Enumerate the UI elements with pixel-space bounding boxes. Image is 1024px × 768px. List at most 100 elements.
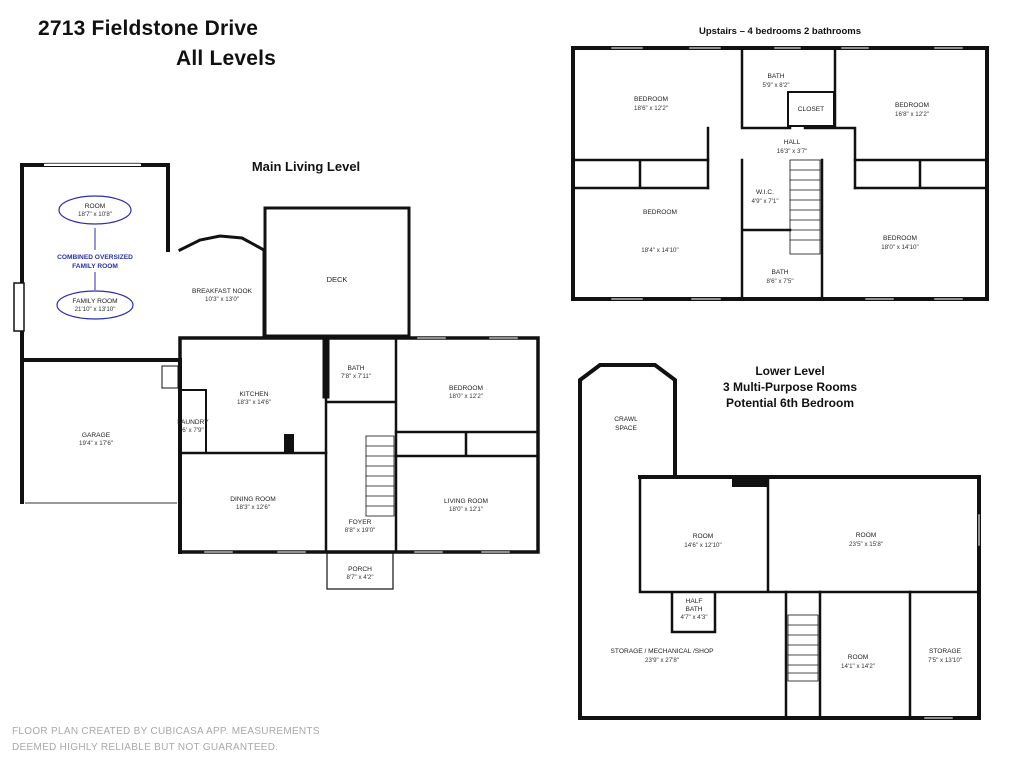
lower-level-note: Potential 6th Bedroom [725, 396, 854, 410]
bedroom-label: BEDROOM [449, 385, 483, 392]
lower-room-c-dims: 14'1" x 14'2" [841, 663, 875, 670]
main-level-plan [13, 162, 540, 590]
upstairs-hall-label: HALL [784, 139, 801, 146]
room-ellipse [58, 195, 132, 225]
half-bath-dims: 4'7" x 4'3" [680, 614, 707, 621]
garage-label: GARAGE [82, 432, 111, 439]
dining-room-label: DINING ROOM [230, 496, 275, 503]
crawl-space-label-line1: CRAWL [614, 416, 638, 423]
storage-label: STORAGE [929, 648, 962, 655]
upstairs-heading: Upstairs – 4 bedrooms 2 bathrooms [698, 26, 862, 37]
fireplace [13, 282, 25, 332]
family-room-ellipse [56, 290, 134, 320]
living-room-dims: 18'0" x 12'1" [449, 506, 483, 513]
disclaimer-line1: FLOOR PLAN CREATED BY CUBICASA APP. MEAS… [12, 726, 320, 737]
upstairs-bedroom-br-dims: 18'0" x 14'10" [881, 244, 918, 251]
lower-room-b-label: ROOM [856, 532, 877, 539]
upstairs-center-walls [706, 46, 857, 190]
bath-label: BATH [347, 365, 364, 372]
laundry-walls [179, 389, 207, 454]
lower-level-heading: Lower Level 3 Multi-Purpose Rooms Potent… [700, 363, 880, 411]
storage-mechanical-label: STORAGE / MECHANICAL /SHOP [611, 648, 715, 655]
bedroom-dims: 18'0" x 12'2" [449, 393, 483, 400]
main-stairs [365, 435, 395, 517]
lower-level-subtitle: 3 Multi-Purpose Rooms [722, 380, 857, 394]
upstairs-bedroom-tr-dims: 16'8" x 12'2" [895, 111, 929, 118]
upstairs-wic-label: W.I.C. [756, 189, 774, 196]
crawl-space-outline [578, 363, 677, 479]
lower-room-walls [638, 475, 981, 634]
kitchen-dims: 18'3" x 14'6" [237, 399, 271, 406]
upstairs-bedroom-bl-dims: 18'4" x 14'10" [641, 247, 678, 254]
porch-label: PORCH [348, 566, 372, 573]
upstairs-hall-dims: 16'3" x 3'7" [777, 148, 808, 155]
half-bath-label-line1: HALF [686, 598, 703, 605]
upstairs-bath-top-label: BATH [767, 73, 784, 80]
laundry-dims: 6' x 7'9" [182, 427, 203, 434]
upstairs-stairs [789, 159, 821, 255]
upstairs-stairs-frame [789, 159, 821, 255]
deck-outline [263, 206, 411, 338]
disclaimer-line2: DEEMED HIGHLY RELIABLE BUT NOT GUARANTEE… [12, 742, 279, 753]
lower-room-a-dims: 14'6" x 12'10" [684, 542, 721, 549]
dining-room-dims: 18'3" x 12'6" [236, 504, 270, 511]
lower-stairs-frame [787, 614, 819, 682]
breakfast-nook-dims: 10'3" x 13'0" [205, 296, 239, 303]
plan-subtitle: All Levels [176, 47, 277, 70]
crawl-space-label-line2: SPACE [615, 425, 637, 432]
family-room-label: FAMILY ROOM [72, 298, 117, 305]
upstairs-bath-bottom-dims: 8'6" x 7'5" [766, 278, 793, 285]
lower-stairs [787, 614, 819, 682]
upstairs-bedroom-bl-label: BEDROOM [643, 209, 677, 216]
lower-level-plan [578, 363, 981, 720]
breakfast-nook-label: BREAKFAST NOOK [192, 288, 253, 295]
upstairs-labels: BEDROOM 18'6" x 12'2" BATH 5'9" x 8'2" C… [634, 73, 929, 285]
address-title: 2713 Fieldstone Drive [38, 17, 259, 40]
room-dims: 18'7" x 10'8" [78, 211, 112, 218]
lower-room-c-label: ROOM [848, 654, 869, 661]
family-room-dims: 21'10" x 13'10" [75, 306, 116, 313]
porch-dims: 8'7" x 4'2" [346, 574, 373, 581]
lower-level-labels: CRAWL SPACE ROOM 14'6" x 12'10" ROOM 23'… [611, 416, 962, 670]
lower-stair-walls [784, 590, 912, 720]
upstairs-closet [787, 91, 835, 127]
foyer-dims: 8'8" x 19'0" [345, 527, 376, 534]
upstairs-closet-label: CLOSET [798, 106, 824, 113]
lower-chimney [732, 478, 768, 487]
lower-room-a-label: ROOM [693, 533, 714, 540]
garage-walls [20, 358, 182, 554]
kitchen-label: KITCHEN [240, 391, 269, 398]
upstairs-bedroom-br-label: BEDROOM [883, 235, 917, 242]
upstairs-wic-dims: 4'9" x 7'1" [751, 198, 778, 205]
upstairs-bedroom-tr-label: BEDROOM [895, 102, 929, 109]
upstairs-bedroom-walls [571, 158, 989, 190]
foyer-label: FOYER [349, 519, 372, 526]
room-label: ROOM [85, 203, 106, 210]
bath-walls [324, 336, 398, 554]
half-bath-label-line2: BATH [685, 606, 702, 613]
upstairs-bath-bottom-label: BATH [771, 269, 788, 276]
bath-dims: 7'8" x 7'11" [341, 373, 371, 380]
main-level-labels: ROOM 18'7" x 10'8" COMBINED OVERSIZED FA… [56, 195, 488, 581]
upstairs-bedroom-tl-dims: 18'6" x 12'2" [634, 105, 668, 112]
storage-dims: 7'5" x 13'10" [928, 657, 962, 664]
deck-label: DECK [327, 275, 348, 284]
garage-step [161, 365, 179, 389]
main-windows [204, 337, 518, 553]
upstairs-windows [611, 47, 963, 300]
combined-label-line2: FAMILY ROOM [72, 263, 118, 270]
laundry-label: LAUNDRY [177, 419, 209, 426]
storage-mechanical-dims: 23'9" x 27'8" [645, 657, 679, 664]
upstairs-bedroom-tl-label: BEDROOM [634, 96, 668, 103]
garage-dims: 19'4" x 17'6" [79, 440, 113, 447]
living-room-label: LIVING ROOM [444, 498, 488, 505]
breakfast-bay [177, 234, 266, 340]
upstairs-wic-walls [740, 158, 824, 301]
lower-room-b-dims: 23'5" x 15'8" [849, 541, 883, 548]
combined-label-line1: COMBINED OVERSIZED [57, 254, 133, 261]
kitchen-chimney [284, 434, 294, 452]
lower-level-title: Lower Level [755, 364, 825, 378]
upstairs-bath-top-dims: 5'9" x 8'2" [762, 82, 789, 89]
upstairs-plan [571, 46, 989, 301]
